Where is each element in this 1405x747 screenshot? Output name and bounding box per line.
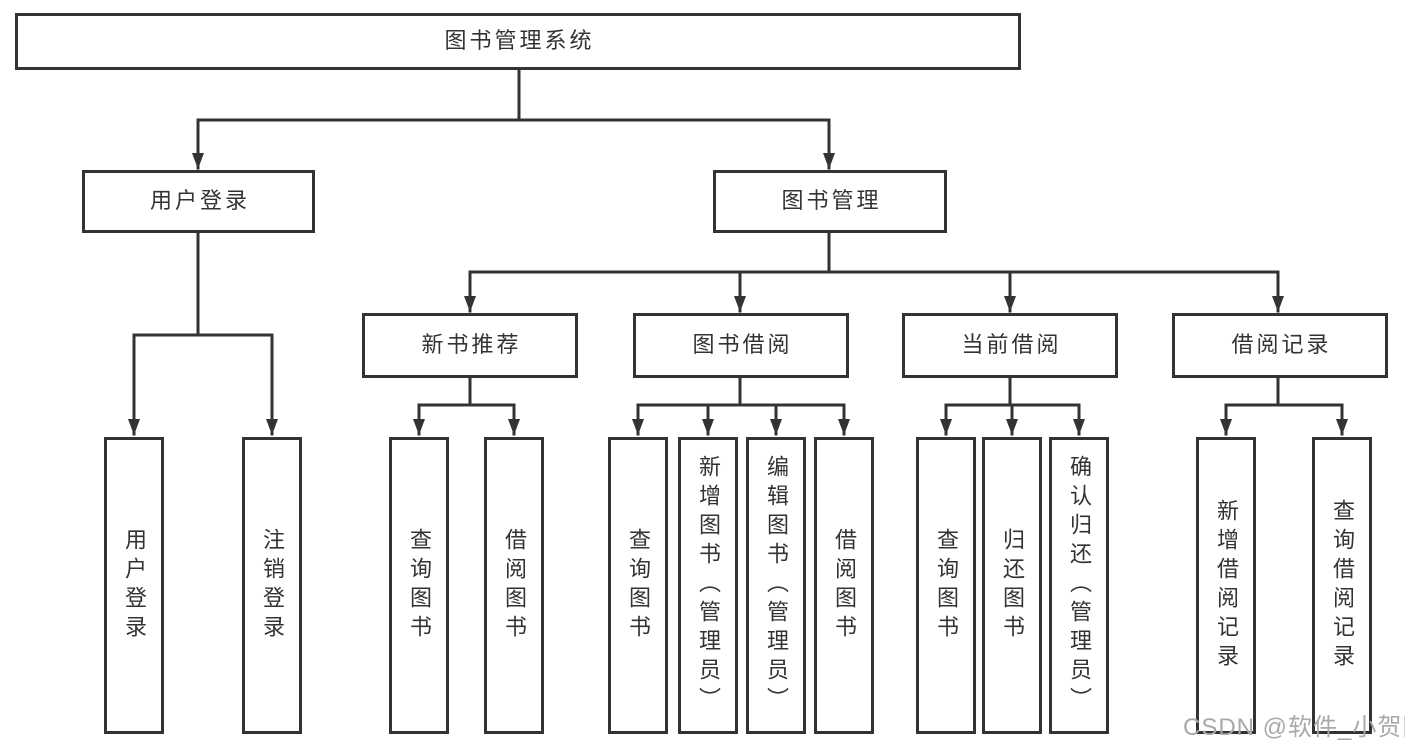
node-book-management-label: 图书管理 xyxy=(781,188,882,214)
node-leaf-query-books-borrowing-label: 查询图书 xyxy=(626,527,651,644)
node-leaf-logout: 注销登录 xyxy=(242,437,302,734)
node-book-borrowing: 图书借阅 xyxy=(633,313,849,378)
node-leaf-borrow-books-recommend: 借阅图书 xyxy=(484,437,544,734)
node-library-management-system-label: 图书管理系统 xyxy=(444,28,595,54)
node-leaf-edit-books-admin-label: 编辑图书（管理员） xyxy=(764,455,789,716)
node-current-borrowing: 当前借阅 xyxy=(902,313,1118,378)
node-user-login: 用户登录 xyxy=(82,170,315,233)
node-leaf-borrow-books-recommend-label: 借阅图书 xyxy=(502,527,527,644)
node-leaf-return-books-label: 归还图书 xyxy=(1000,527,1025,644)
node-new-book-recommendation-label: 新书推荐 xyxy=(421,332,522,358)
node-leaf-confirm-return-admin-label: 确认归还（管理员） xyxy=(1067,455,1092,716)
node-book-borrowing-label: 图书借阅 xyxy=(692,332,793,358)
node-leaf-borrow-books: 借阅图书 xyxy=(814,437,874,734)
node-leaf-add-borrow-record: 新增借阅记录 xyxy=(1196,437,1256,734)
node-leaf-query-books-recommend-label: 查询图书 xyxy=(407,527,432,644)
node-borrowing-records-label: 借阅记录 xyxy=(1231,332,1332,358)
node-leaf-add-books-admin-label: 新增图书（管理员） xyxy=(696,455,721,716)
node-book-management: 图书管理 xyxy=(713,170,947,233)
node-leaf-confirm-return-admin: 确认归还（管理员） xyxy=(1049,437,1109,734)
node-leaf-add-books-admin: 新增图书（管理员） xyxy=(678,437,738,734)
node-leaf-query-books-current: 查询图书 xyxy=(916,437,976,734)
node-new-book-recommendation: 新书推荐 xyxy=(362,313,578,378)
node-leaf-user-login: 用户登录 xyxy=(104,437,164,734)
node-leaf-query-borrow-record-label: 查询借阅记录 xyxy=(1330,498,1355,673)
node-borrowing-records: 借阅记录 xyxy=(1172,313,1388,378)
node-leaf-query-books-borrowing: 查询图书 xyxy=(608,437,668,734)
node-leaf-query-books-current-label: 查询图书 xyxy=(934,527,959,644)
node-library-management-system: 图书管理系统 xyxy=(15,13,1021,70)
node-leaf-add-borrow-record-label: 新增借阅记录 xyxy=(1214,498,1239,673)
node-user-login-label: 用户登录 xyxy=(149,188,250,214)
connector-trunk xyxy=(132,68,1344,407)
node-leaf-query-borrow-record: 查询借阅记录 xyxy=(1312,437,1372,734)
node-current-borrowing-label: 当前借阅 xyxy=(961,332,1062,358)
node-leaf-user-login-label: 用户登录 xyxy=(122,527,147,644)
node-leaf-edit-books-admin: 编辑图书（管理员） xyxy=(746,437,806,734)
csdn-watermark: CSDN @软件_小贺同学 xyxy=(1183,714,1405,741)
node-leaf-query-books-recommend: 查询图书 xyxy=(389,437,449,734)
node-leaf-logout-label: 注销登录 xyxy=(260,527,285,644)
node-leaf-return-books: 归还图书 xyxy=(982,437,1042,734)
node-leaf-borrow-books-label: 借阅图书 xyxy=(832,527,857,644)
